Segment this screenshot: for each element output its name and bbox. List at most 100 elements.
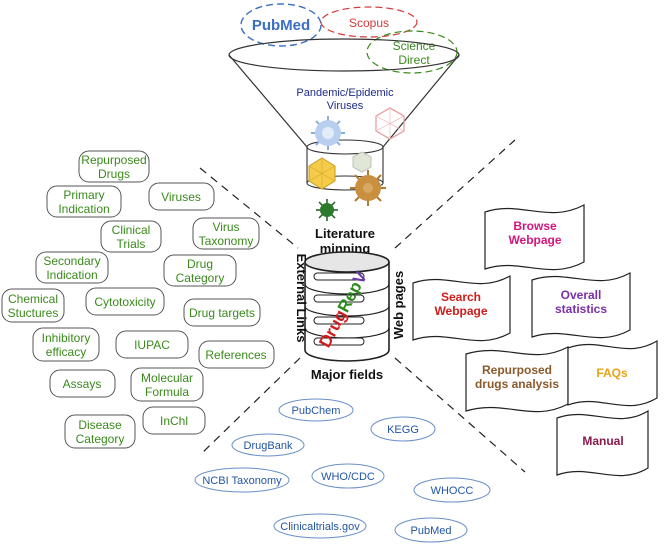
web-pages-group: Browse Webpage Search Webpage Overall st… [412, 204, 658, 477]
svg-text:WHOCC: WHOCC [431, 485, 474, 497]
svg-text:Manual: Manual [582, 434, 623, 448]
svg-text:PubMed: PubMed [411, 525, 452, 537]
field-box-clinical-trials: Clinical Trials [100, 220, 162, 253]
funnel-neck-bottom [306, 175, 384, 191]
svg-text:statistics: statistics [555, 302, 607, 316]
svg-text:Drug: Drug [187, 257, 213, 271]
funnel: Pandemic/Epidemic Viruses [228, 38, 460, 191]
blue-coronavirus-icon [311, 116, 345, 150]
webpage-flag-repurposed-drugs-analysis: Repurposed drugs analysis [465, 346, 569, 413]
divider-upper-left [199, 167, 299, 249]
external-links-label: External Links [294, 254, 309, 343]
field-box-inhibitory-efficacy: Inhibitory efficacy [32, 327, 100, 362]
field-box-molecular-formula: Molecular Formula [130, 367, 204, 402]
svg-text:Drug targets: Drug targets [189, 306, 255, 320]
funnel-cone-sides [228, 54, 460, 148]
svg-text:PubChem: PubChem [292, 405, 341, 417]
field-box-primary-indication: Primary Indication [46, 185, 122, 218]
funnel-neck-sides [306, 147, 384, 183]
svg-text:Inhibitory: Inhibitory [42, 331, 91, 345]
svg-text:Browse: Browse [513, 219, 557, 233]
svg-text:WHO/CDC: WHO/CDC [321, 471, 375, 483]
major-fields-label: Major fields [311, 367, 383, 382]
database-cylinder-top [304, 251, 390, 273]
link-pubmed: PubMed [394, 517, 468, 543]
field-box-inchl: InChl [142, 406, 206, 435]
svg-text:Molecular: Molecular [141, 371, 193, 385]
section-dividers [199, 139, 526, 473]
external-links-group: PubChem KEGG DrugBank NCBI Taxonomy WHO/… [194, 398, 491, 543]
svg-text:NCBI Taxonomy: NCBI Taxonomy [202, 475, 282, 487]
divider-lower-left [199, 357, 301, 456]
field-box-disease-category: Disease Category [64, 414, 136, 449]
link-kegg: KEGG [370, 416, 436, 442]
svg-text:Cytotoxicity: Cytotoxicity [94, 295, 155, 309]
svg-text:Drugs: Drugs [98, 167, 130, 181]
link-who-cdc: WHO/CDC [311, 463, 385, 489]
svg-text:DrugBank: DrugBank [244, 440, 293, 452]
svg-text:Formula: Formula [145, 385, 189, 399]
svg-text:Category: Category [176, 271, 225, 285]
svg-text:Trials: Trials [117, 237, 146, 251]
svg-text:Primary: Primary [63, 188, 104, 202]
svg-text:Secondary: Secondary [43, 254, 100, 268]
svg-text:Indication: Indication [46, 268, 97, 282]
divider-lower-right [394, 357, 526, 473]
web-pages-label: Web pages [391, 271, 406, 339]
grey-hexagonal-virus-icon [352, 151, 372, 173]
field-box-repurposed-drugs: Repurposed Drugs [78, 150, 150, 183]
pubmed-source-ellipse [240, 3, 322, 47]
field-box-assays: Assays [49, 369, 116, 398]
webpage-flag-faqs: FAQs [567, 339, 658, 407]
svg-text:Category: Category [76, 432, 125, 446]
svg-text:Stuctures: Stuctures [8, 306, 59, 320]
svg-text:drugs analysis: drugs analysis [475, 377, 559, 391]
svg-text:References: References [205, 348, 266, 362]
webpage-flag-search: Search Webpage [412, 274, 511, 342]
svg-text:Clinicaltrials.gov: Clinicaltrials.gov [280, 521, 360, 533]
literature-label-line1: Literature [315, 226, 375, 241]
svg-text:Taxonomy: Taxonomy [199, 234, 254, 248]
svg-text:Repurposed: Repurposed [81, 153, 146, 167]
field-box-drug-targets: Drug targets [183, 298, 261, 327]
svg-text:IUPAC: IUPAC [134, 338, 170, 352]
svg-text:InChl: InChl [160, 414, 188, 428]
webpage-flag-overall-statistics: Overall statistics [531, 271, 631, 339]
field-box-viruses: Viruses [148, 182, 215, 211]
svg-text:FAQs: FAQs [596, 366, 628, 380]
link-clinicaltrials-gov: Clinicaltrials.gov [273, 513, 367, 539]
green-virus-icon [316, 199, 338, 221]
brown-coronavirus-icon [350, 170, 386, 206]
yellow-icosahedral-virus-icon [308, 157, 336, 190]
webpage-flag-browse: Browse Webpage [484, 204, 585, 271]
link-whocc: WHOCC [413, 477, 491, 503]
field-box-iupac: IUPAC [115, 330, 189, 359]
svg-text:Indication: Indication [58, 202, 109, 216]
webpage-flag-manual: Manual [556, 409, 649, 477]
drugrepv-database: DrugRepV External Links Web pages Major … [294, 251, 406, 382]
svg-text:Assays: Assays [63, 377, 102, 391]
link-pubchem: PubChem [278, 398, 354, 422]
field-box-cytotoxicity: Cytotoxicity [85, 287, 165, 316]
link-ncbi-taxonomy: NCBI Taxonomy [194, 467, 290, 493]
science-direct-label-line2: Direct [398, 53, 430, 67]
virus-illustrations [308, 107, 405, 221]
svg-text:Overall: Overall [561, 288, 602, 302]
svg-text:Search: Search [441, 290, 481, 304]
svg-text:Viruses: Viruses [161, 190, 201, 204]
field-box-chemical-stuctures: Chemical Stuctures [1, 288, 65, 323]
svg-text:Webpage: Webpage [434, 304, 487, 318]
scopus-source-label: Scopus [349, 16, 389, 30]
field-box-virus-taxonomy: Virus Taxonomy [192, 217, 260, 250]
field-box-secondary-indication: Secondary Indication [35, 251, 109, 284]
funnel-label-line1: Pandemic/Epidemic [296, 87, 394, 99]
field-box-drug-category: Drug Category [163, 254, 237, 287]
pubmed-source-label: PubMed [252, 17, 310, 34]
svg-text:Virus: Virus [212, 220, 239, 234]
svg-text:KEGG: KEGG [387, 424, 419, 436]
major-fields-group: Repurposed Drugs Primary Indication Viru… [1, 150, 275, 449]
field-box-references: References [198, 340, 275, 369]
scopus-source-ellipse [320, 6, 418, 38]
svg-text:Disease: Disease [78, 418, 122, 432]
